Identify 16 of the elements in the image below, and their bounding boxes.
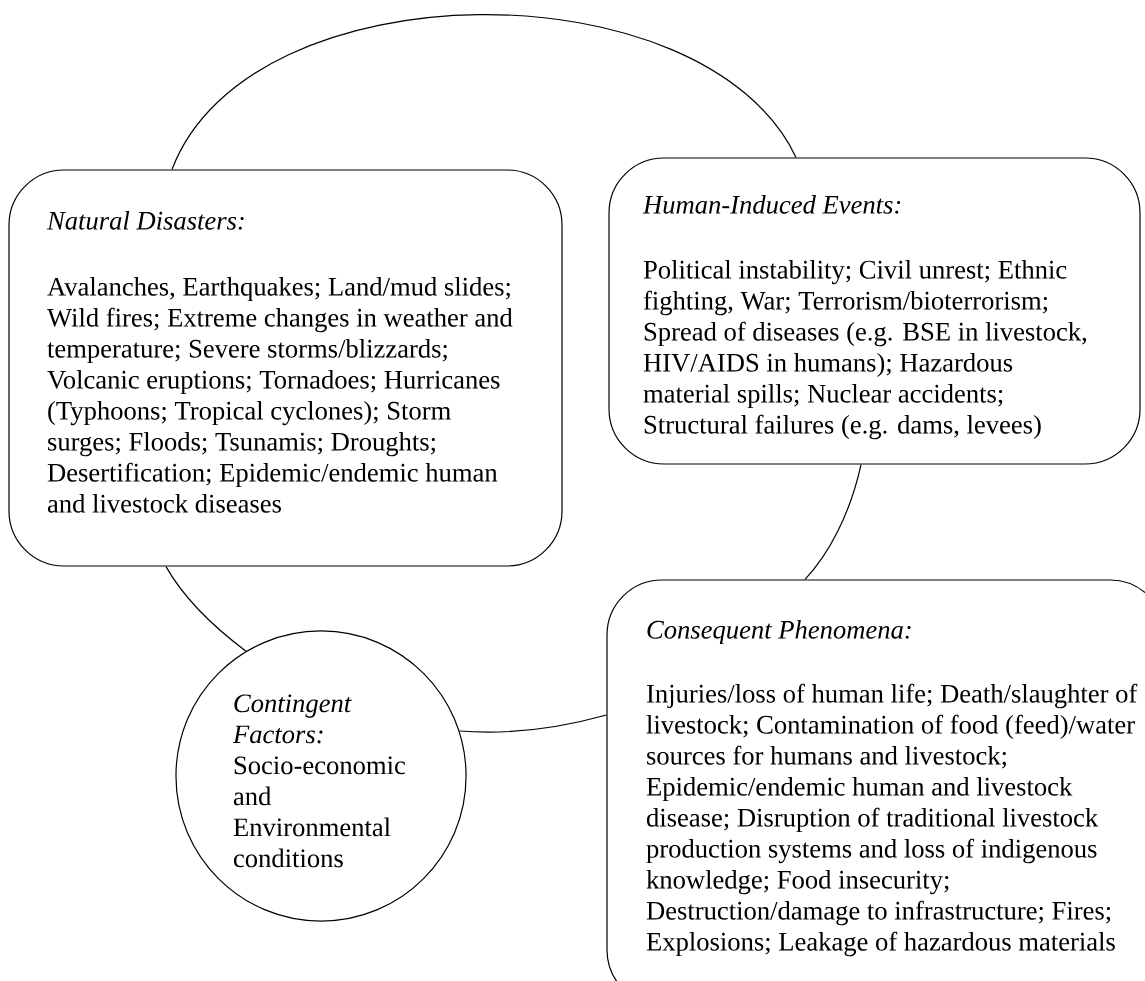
body-text: Injuries/loss of human life; Death/slaughter of livestock; Contamination of food (feed)/water sources for humans and livestock; Epidemic/endemic human and livestock disease; Disruption of traditional livestock production systems and loss of indigenous knowledge; Food insecurity; Destruction/damage to infrastructure; Fires; Explosions; Leakage of hazardous materials — [646, 683, 1138, 957]
circle-node — [175, 630, 467, 922]
connector-arc — [804, 464, 862, 580]
connector-arc — [458, 714, 607, 733]
body-text: Avalanches, Earthquakes; Land/mud slides; Wild fires; Extreme changes in weather and temperature; Severe storms/blizzards; Volcanic eruptions; Tornadoes; Hurricanes (Typhoons; Tropical cyclones); Storm surges; Floods; Tsunamis; Droughts; Desertification; Epidemic/endemic human and livestock diseases — [47, 277, 513, 513]
connector-arc — [165, 566, 247, 652]
body-text: Political instability; Civil unrest; Ethnic fighting, War; Terrorism/bioterrorism; Spread of diseases (e.g. BSE in livestock, HIV/AIDS in humans); Hazardous material spills; Nuclear accidents; Structural failures (e.g. dams, levees) — [643, 260, 1087, 440]
heading: Human-Induced Events: — [642, 195, 901, 214]
rounded-box — [606, 579, 1145, 981]
body-text: Socio-economic and Environmental conditions — [233, 756, 405, 868]
rounded-box — [608, 157, 1141, 465]
connector-arc — [171, 14, 797, 170]
heading: Contingent Factors: — [232, 694, 352, 744]
rounded-box — [8, 169, 563, 567]
heading: Consequent Phenomena: — [647, 620, 911, 645]
heading: Natural Disasters: — [46, 211, 244, 230]
